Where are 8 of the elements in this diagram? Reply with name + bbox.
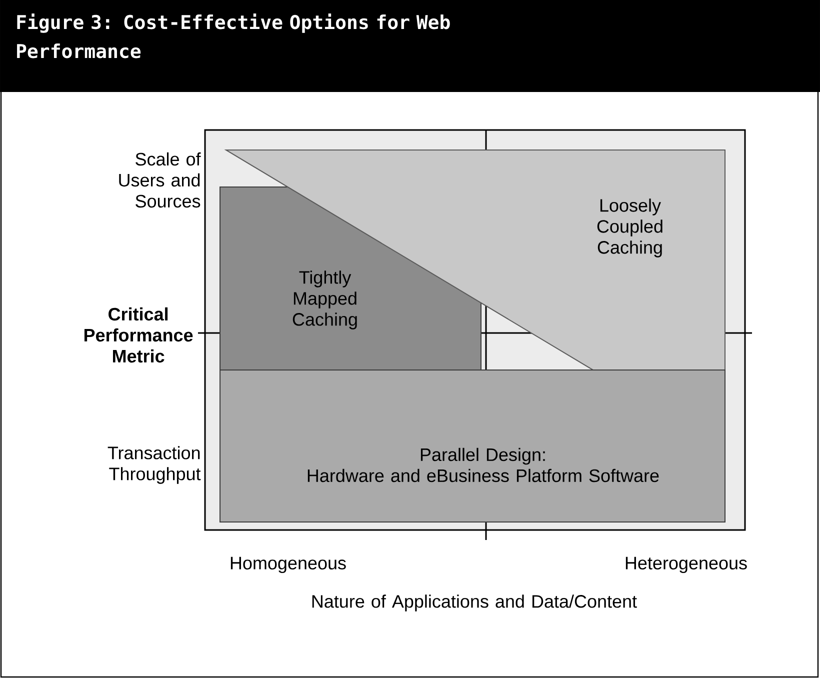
axis-label: Scale of Users and Sources [119,152,201,208]
axis-label: Heterogeneous [626,556,747,574]
title-bar: Figure 3: Cost-Effective Options for Web Performance [0,0,820,92]
region-box: Parallel Design: Hardware and eBusiness Platform Software [220,369,726,522]
axis-title: Critical Performance Metric [84,307,193,363]
axis-label: Homogeneous [230,556,346,574]
axis-label: Transaction Throughput [108,446,201,484]
axis-title: Nature of Applications and Data/Content [312,594,637,612]
